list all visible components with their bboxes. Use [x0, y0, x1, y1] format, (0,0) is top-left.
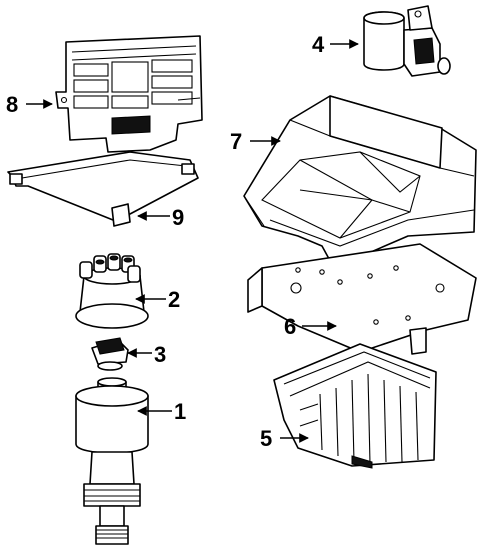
callout-6: 6 [284, 314, 296, 339]
callout-4: 4 [312, 32, 325, 57]
distributor-body-part-1 [75, 377, 149, 545]
callout-7: 7 [230, 129, 242, 154]
callout-2: 2 [168, 287, 180, 312]
bracket-part-9 [7, 151, 199, 227]
callout-2-group: 2 [135, 287, 180, 312]
mount-bracket-part-6 [247, 243, 477, 355]
callout-8-group: 8 [6, 92, 53, 117]
ecu-part-5 [273, 343, 437, 469]
callout-5: 5 [260, 426, 272, 451]
callout-6-group: 6 [284, 314, 337, 339]
callout-7-group: 7 [230, 129, 281, 154]
callout-1-group: 1 [137, 399, 186, 424]
distributor-cap-part-2 [75, 253, 149, 329]
shield-part-7 [243, 95, 477, 269]
callout-9-group: 9 [137, 205, 184, 230]
rotor-part-3 [91, 337, 129, 371]
callout-1: 1 [174, 399, 186, 424]
callout-3-group: 3 [127, 342, 166, 367]
ignition-coil-part-4 [363, 5, 451, 77]
callout-4-group: 4 [312, 32, 359, 57]
callout-5-group: 5 [260, 426, 309, 451]
callout-3: 3 [154, 342, 166, 367]
control-module-part-8 [55, 35, 203, 153]
callout-9: 9 [172, 205, 184, 230]
callout-8: 8 [6, 92, 18, 117]
